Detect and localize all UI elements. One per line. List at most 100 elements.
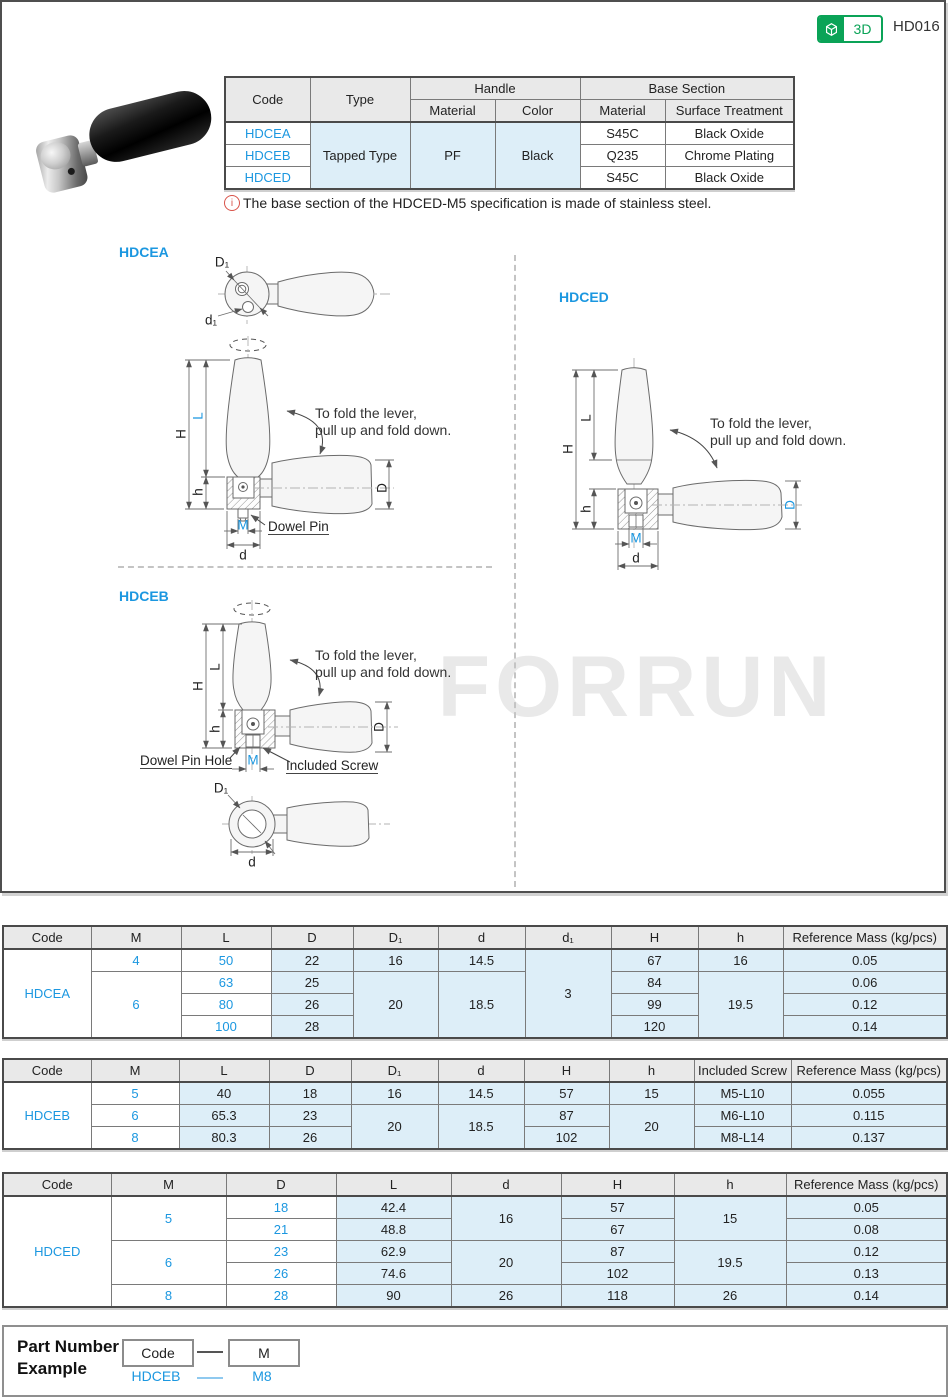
- cell: PF: [409, 121, 496, 190]
- cell: 63: [180, 971, 272, 994]
- cell: 20: [608, 1104, 695, 1150]
- fold-note-line2: pull up and fold down.: [315, 664, 452, 680]
- col-header: Reference Mass (kg/pcs): [782, 925, 948, 950]
- cell: 87: [523, 1104, 610, 1127]
- cell: S45C: [579, 166, 666, 190]
- code-link[interactable]: HDCEB: [2, 1081, 92, 1150]
- cell: 20: [450, 1240, 562, 1285]
- cell: 100: [180, 1015, 272, 1039]
- cell: 5: [90, 1081, 180, 1105]
- photo-black-grip: [83, 85, 217, 168]
- cell: Black Oxide: [664, 121, 795, 145]
- cell: 80.3: [178, 1126, 270, 1150]
- note-text: The base section of the HDCED-M5 specifi…: [243, 195, 712, 211]
- part-number-title-line2: Example: [17, 1359, 87, 1378]
- dim-label-D: D: [782, 500, 798, 510]
- cell: 40: [178, 1081, 270, 1105]
- code-link[interactable]: HDCED: [224, 166, 311, 190]
- col-header: Included Screw: [693, 1058, 792, 1083]
- col-header: D: [270, 925, 354, 950]
- cell: 23: [268, 1104, 352, 1127]
- cell: 0.14: [785, 1284, 948, 1308]
- col-header: D₁: [350, 1058, 439, 1083]
- cell: 0.06: [782, 971, 948, 994]
- view-3d-button[interactable]: 3D: [817, 15, 883, 43]
- cell: 16: [352, 948, 439, 972]
- cell: 14.5: [437, 948, 526, 972]
- col-header: h: [608, 1058, 695, 1083]
- cell: 120: [610, 1015, 699, 1039]
- dim-label-H: H: [173, 429, 189, 439]
- col-header: H: [523, 1058, 610, 1083]
- product-photo: [30, 84, 225, 202]
- col-header: D: [268, 1058, 352, 1083]
- cell: 21: [225, 1218, 337, 1241]
- annotation-dowel-pin: Dowel Pin: [268, 519, 329, 535]
- col-header: h: [673, 1172, 787, 1197]
- col-header: Base Section: [579, 76, 795, 100]
- cell: 26: [270, 993, 354, 1016]
- cell: 15: [673, 1195, 787, 1241]
- col-header: M: [90, 925, 182, 950]
- cell: 8: [90, 1126, 180, 1150]
- watermark: FORRUN: [437, 639, 836, 735]
- dim-label-d: d: [632, 550, 640, 566]
- cell: 15: [608, 1081, 695, 1105]
- hdced-front-view-drawing: [572, 358, 802, 570]
- part-number-m-box: M: [228, 1339, 300, 1367]
- col-header: M: [110, 1172, 227, 1197]
- cell: 18: [225, 1195, 337, 1219]
- fold-note-line1: To fold the lever,: [315, 647, 417, 663]
- dim-label-H: H: [560, 444, 576, 454]
- cell: 0.13: [785, 1262, 948, 1285]
- code-link[interactable]: HDCEA: [224, 121, 311, 145]
- cell: 0.137: [790, 1126, 948, 1150]
- cell: 26: [450, 1284, 562, 1308]
- dim-label-h: h: [190, 488, 206, 496]
- cell: 6: [90, 971, 182, 1039]
- code-link[interactable]: HDCED: [2, 1195, 112, 1308]
- dim-label-D: D: [374, 483, 390, 493]
- spec-table: Code Type Handle Base Section Material C…: [224, 76, 795, 190]
- col-header: D₁: [352, 925, 439, 950]
- cube-3d-icon: [819, 17, 844, 41]
- col-header: Code: [2, 1172, 112, 1197]
- cell: 26: [673, 1284, 787, 1308]
- cell: M5-L10: [693, 1081, 792, 1105]
- part-number-title-line1: Part Number: [17, 1337, 120, 1356]
- page-code: HD016: [893, 18, 940, 35]
- part-number-example-code: HDCEB: [131, 1368, 181, 1384]
- code-link[interactable]: HDCEA: [2, 948, 92, 1039]
- cell: 6: [110, 1240, 227, 1285]
- catalog-panel: 3D HD016 Code Type Handle Base Section M…: [0, 0, 946, 893]
- section-label-hdced: HDCED: [559, 289, 609, 305]
- cell: S45C: [579, 121, 666, 145]
- cell: 0.12: [782, 993, 948, 1016]
- col-header: Material: [409, 99, 496, 123]
- dim-label-H: H: [190, 681, 206, 691]
- col-header: L: [178, 1058, 270, 1083]
- col-header: L: [335, 1172, 452, 1197]
- cell: 42.4: [335, 1195, 452, 1219]
- hdcea-front-view-drawing: [185, 336, 394, 549]
- col-header: Handle: [409, 76, 581, 100]
- col-header: Reference Mass (kg/pcs): [790, 1058, 948, 1083]
- dim-label-D: D: [371, 722, 387, 732]
- horizontal-divider: [118, 566, 492, 568]
- col-header: D: [225, 1172, 337, 1197]
- fold-note-line2: pull up and fold down.: [710, 432, 847, 448]
- part-number-example-dash: [197, 1377, 223, 1379]
- cell: 20: [352, 971, 439, 1039]
- col-header: M: [90, 1058, 180, 1083]
- code-link[interactable]: HDCEB: [224, 144, 311, 167]
- dim-label-D1: D₁: [213, 780, 229, 796]
- cell: 57: [523, 1081, 610, 1105]
- cell: 3: [524, 948, 612, 1039]
- cell: 62.9: [335, 1240, 452, 1263]
- hdceb-front-view-drawing: [202, 600, 398, 772]
- dim-label-d: d: [239, 547, 247, 563]
- info-icon: i: [224, 195, 240, 211]
- col-header: d₁: [524, 925, 612, 950]
- cell: 74.6: [335, 1262, 452, 1285]
- cell: 23: [225, 1240, 337, 1263]
